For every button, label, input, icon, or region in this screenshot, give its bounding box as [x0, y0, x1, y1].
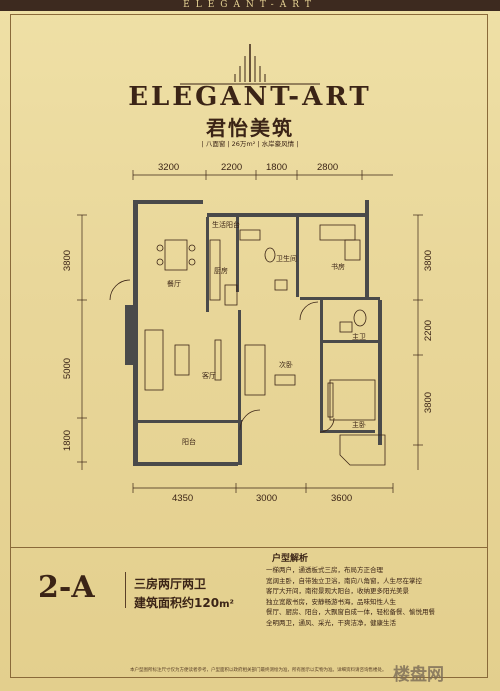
unit-area: 建筑面积约120m² [134, 594, 234, 611]
room-label-service-balcony: 生活阳台 [212, 221, 240, 229]
feature-item: 独立宽敞书房，安静畅游书海，品味知性人生 [266, 597, 396, 606]
dim-top-2: 2200 [221, 162, 243, 173]
unit-area-value: 120 [194, 596, 220, 610]
room-label-balcony: 阳台 [182, 438, 196, 446]
room-label-master-bath: 主卫 [352, 333, 366, 341]
dim-left-2: 5000 [62, 357, 74, 380]
floor-plan-drawing [77, 170, 423, 493]
room-label-living: 客厅 [202, 372, 216, 380]
feature-item: 客厅大开间，南衔景观大阳台，收纳更多阳光美景 [266, 587, 409, 596]
site-watermark: 楼盘网 [393, 665, 444, 685]
unit-area-unit: m² [219, 599, 234, 610]
unit-area-label: 建筑面积约 [134, 596, 195, 610]
top-banner: ELEGANT-ART [0, 0, 500, 11]
room-label-dining: 餐厅 [167, 280, 181, 288]
dim-bottom-3: 3600 [331, 493, 353, 504]
feature-item: 全明两卫，通风、采光，干爽洁净，健康生活 [266, 618, 396, 627]
dim-top-4: 2800 [317, 162, 339, 173]
dim-top-1: 3200 [158, 162, 180, 173]
dim-right-3: 3800 [423, 391, 435, 414]
dim-left-1: 3800 [62, 249, 74, 272]
dim-top-3: 1800 [266, 162, 288, 173]
logo-text: ELEGANT-ART [128, 82, 372, 112]
logo-tower-icon [180, 44, 320, 85]
brand-name: 君怡美筑 [206, 116, 294, 140]
disclaimer-text: 本户型图所标注尺寸仅为方便读者参考，户型面积以政府相关部门最终测绘为准，所有图示… [130, 668, 387, 673]
page-border [10, 14, 488, 678]
features-title: 户型解析 [272, 554, 309, 564]
unit-info-panel [11, 547, 487, 666]
top-banner-text: ELEGANT-ART [183, 0, 317, 10]
dim-right-2: 2200 [423, 319, 435, 342]
feature-item: 一梯两户，通透板式三房，布局方正合理 [266, 566, 383, 574]
feature-item: 餐厅、厨房、阳台，大飘窗自成一体，轻松备餐、愉悦用餐 [266, 608, 435, 617]
room-label-kitchen: 厨房 [214, 267, 228, 275]
room-label-second-bedroom: 次卧 [279, 361, 293, 369]
room-label-master-bedroom: 主卧 [352, 421, 366, 429]
dim-bottom-2: 3000 [256, 493, 278, 504]
dim-right-1: 3800 [423, 249, 435, 272]
room-label-study: 书房 [331, 263, 345, 271]
unit-code-divider [125, 572, 126, 608]
unit-code: 2-A [38, 570, 95, 605]
room-label-bathroom: 卫生间 [276, 255, 297, 263]
feature-item: 宽阔主卧，自带独立卫浴，南向八角窗，人生尽在掌控 [266, 576, 422, 585]
dim-left-3: 1800 [62, 429, 74, 452]
brand-tagline: | 八面窗 | 26万m² | 水岸豪风情 | [201, 140, 299, 148]
dim-bottom-1: 4350 [172, 493, 194, 504]
unit-type: 三房两厅两卫 [134, 577, 207, 591]
features-list: 一梯两户，通透板式三房，布局方正合理 宽阔主卧，自带独立卫浴，南向八角窗，人生尽… [266, 565, 435, 629]
